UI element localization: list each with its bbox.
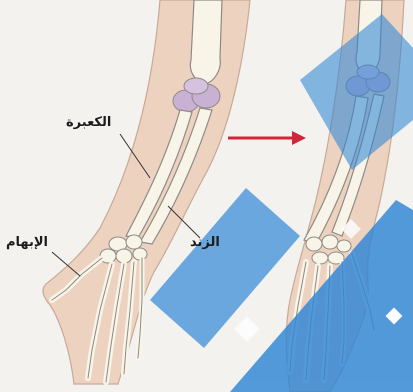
ulna-label: الزند xyxy=(190,236,220,249)
left-humerus xyxy=(190,0,222,84)
rotation-arrow xyxy=(228,131,306,145)
thumb-label: الإبهام xyxy=(6,236,48,249)
radius-label: الكعبرة xyxy=(66,116,111,129)
